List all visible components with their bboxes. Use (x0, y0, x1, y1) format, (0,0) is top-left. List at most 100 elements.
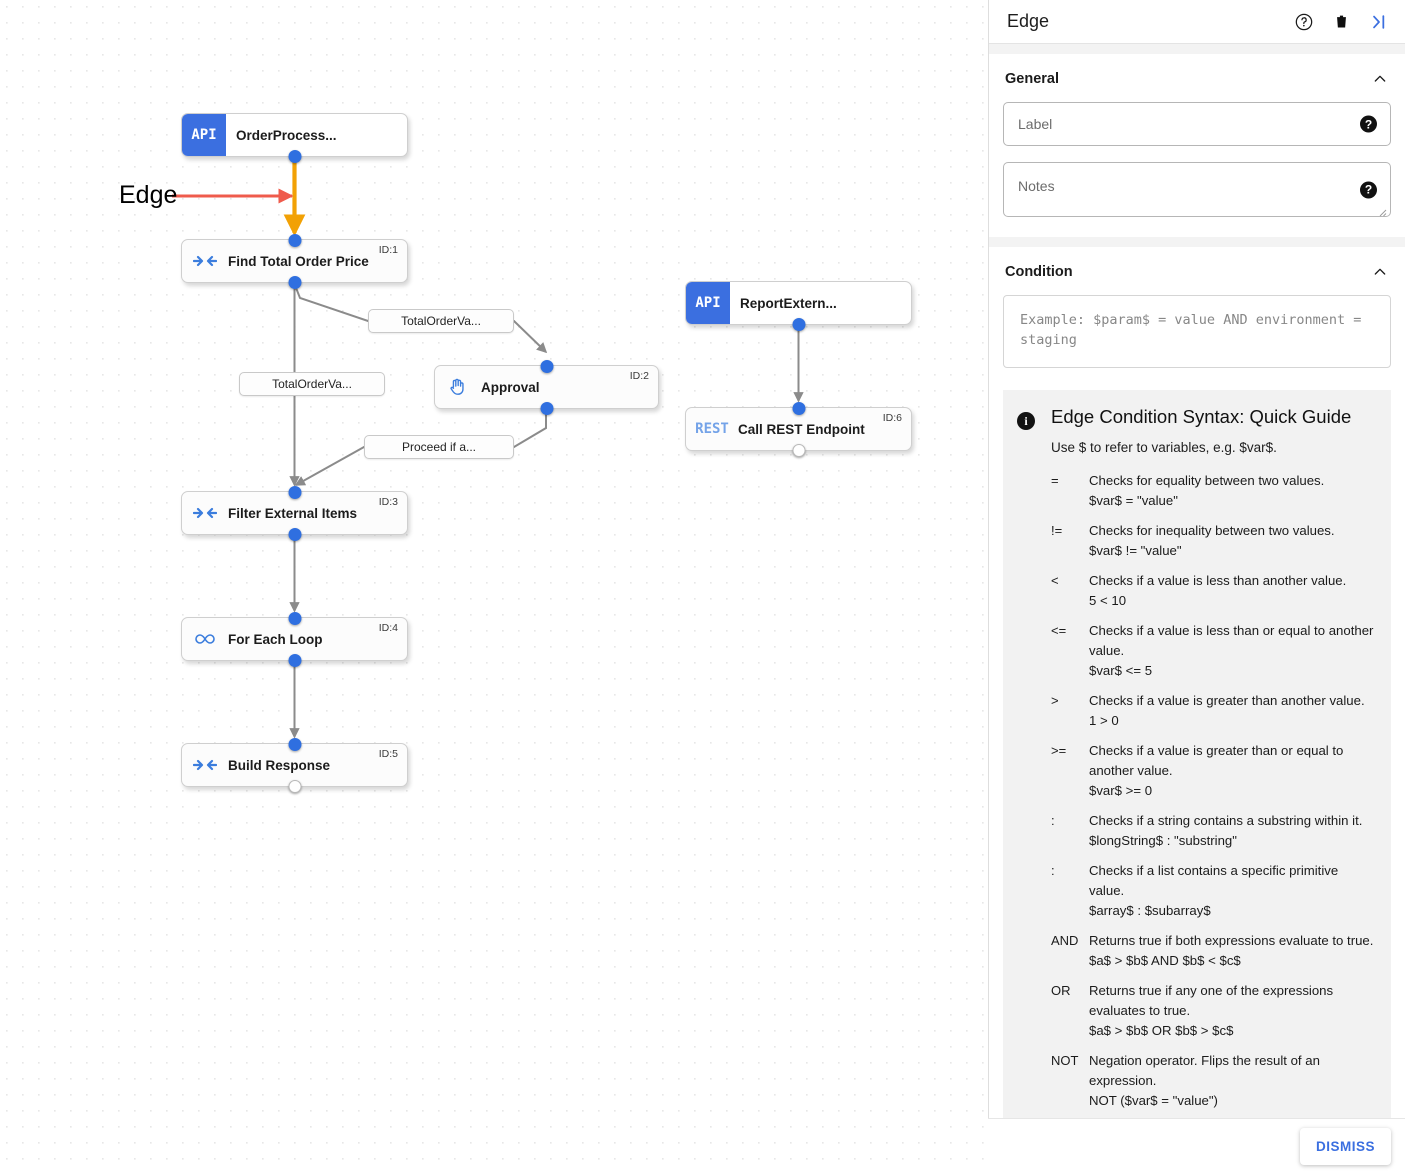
api-badge-icon: API (686, 282, 730, 324)
node-call-rest-endpoint[interactable]: REST Call REST Endpoint ID:6 (685, 401, 912, 457)
node-build-response[interactable]: Build Response ID:5 (181, 737, 408, 793)
chevron-up-icon[interactable] (1371, 263, 1389, 281)
guide-row: <=Checks if a value is less than or equa… (1051, 621, 1377, 681)
api-badge-icon: API (182, 114, 226, 156)
condition-input[interactable] (1018, 308, 1376, 350)
guide-operator: : (1051, 813, 1055, 828)
guide-example: $longString$ : "substring" (1089, 833, 1237, 848)
node-port-out[interactable] (288, 527, 301, 541)
guide-operator: OR (1051, 983, 1071, 998)
node-port-out[interactable] (792, 317, 805, 331)
guide-description: Returns true if both expressions evaluat… (1089, 933, 1374, 948)
guide-row: :Checks if a list contains a specific pr… (1051, 861, 1377, 921)
node-port-in[interactable] (288, 611, 301, 625)
guide-example: 5 < 10 (1089, 593, 1127, 608)
guide-row: = Checks for equality between two values.… (1051, 471, 1377, 511)
node-title: Build Response (228, 757, 331, 773)
guide-row: >= Checks if a value is greater than or e… (1051, 741, 1377, 801)
node-report-external[interactable]: API ReportExtern... (685, 281, 912, 331)
guide-row: > Checks if a value is greater than anoth… (1051, 691, 1377, 731)
guide-operator: > (1051, 693, 1059, 708)
node-title: Filter External Items (228, 505, 358, 521)
chevron-up-icon[interactable] (1371, 70, 1389, 88)
node-port-out[interactable] (540, 401, 554, 415)
node-for-each-loop[interactable]: For Each Loop ID:4 (181, 611, 408, 667)
general-section-title: General (1005, 71, 1059, 87)
guide-example: $var$ = "value" (1089, 493, 1178, 508)
notes-input[interactable] (1004, 163, 1390, 211)
guide-description: Checks if a string contains a substring … (1089, 813, 1363, 828)
guide-operator: >= (1051, 743, 1067, 758)
delete-icon[interactable] (1332, 12, 1351, 31)
help-icon[interactable] (1294, 12, 1314, 32)
guide-example: $a$ > $b$ OR $b$ > $c$ (1089, 1023, 1234, 1038)
node-find-total-order-price[interactable]: Find Total Order Price ID:1 (181, 233, 408, 289)
node-id-label: ID:5 (378, 748, 398, 760)
collapse-panel-icon[interactable] (1369, 12, 1389, 32)
condition-section-header[interactable]: Condition (1003, 263, 1391, 281)
edge-annotation-label: Edge (119, 181, 178, 209)
guide-description: Checks for inequality between two values… (1089, 523, 1335, 538)
guide-operator: = (1051, 473, 1059, 488)
guide-description: Checks if a list contains a specific pri… (1089, 863, 1339, 898)
guide-description: Checks if a value is greater than or equ… (1089, 743, 1344, 778)
node-title: ReportExtern... (740, 295, 837, 311)
node-id-label: ID:4 (378, 622, 398, 634)
node-order-process[interactable]: API OrderProcess... (181, 113, 408, 163)
guide-example: NOT ($var$ = "value") (1089, 1093, 1218, 1108)
merge-arrows-icon (182, 744, 228, 786)
node-port-out[interactable] (288, 275, 301, 289)
guide-subtitle: Use $ to refer to variables, e.g. $var$. (1051, 440, 1277, 455)
label-input[interactable] (1004, 103, 1390, 145)
info-icon: i (1017, 412, 1035, 430)
dismiss-button[interactable]: DISMISS (1299, 1128, 1391, 1165)
guide-row: != Checks for inequality between two valu… (1051, 521, 1377, 561)
edge-label[interactable]: Proceed if a... (364, 435, 514, 459)
node-port-in[interactable] (792, 401, 805, 415)
node-approval[interactable]: Approval ID:2 (434, 359, 659, 415)
node-filter-external-items[interactable]: Filter External Items ID:3 (181, 485, 408, 541)
notes-help-icon[interactable]: ? (1360, 181, 1377, 198)
guide-operator: AND (1051, 933, 1079, 948)
condition-input-wrapper (1003, 295, 1391, 368)
node-port-out[interactable] (288, 653, 301, 667)
node-port-out[interactable] (288, 149, 301, 163)
node-port-out[interactable] (288, 779, 301, 793)
rest-badge-icon: REST (695, 421, 729, 437)
panel-footer: DISMISS (988, 1118, 1405, 1174)
guide-title: Edge Condition Syntax: Quick Guide (1051, 406, 1352, 427)
guide-example: $var$ <= 5 (1089, 663, 1153, 678)
guide-description: Checks if a value is greater than anothe… (1089, 693, 1365, 708)
loop-icon (182, 618, 228, 660)
guide-row: <Checks if a value is less than another … (1051, 571, 1377, 611)
panel-content: General ? ? (989, 44, 1405, 1174)
node-port-in[interactable] (288, 737, 301, 751)
guide-description: Checks if a value is less than another v… (1089, 573, 1347, 588)
edge-approval-n3[interactable] (294, 414, 547, 486)
node-title: For Each Loop (228, 631, 323, 647)
panel-title: Edge (1007, 11, 1050, 31)
guide-description: Checks for equality between two values. (1089, 473, 1325, 488)
general-section: General ? ? (989, 54, 1405, 237)
node-id-label: ID:2 (629, 370, 649, 382)
guide-example: $var$ != "value" (1089, 543, 1182, 558)
node-title: OrderProcess... (236, 127, 337, 143)
node-port-out[interactable] (792, 443, 805, 457)
general-section-header[interactable]: General (1003, 70, 1391, 88)
label-field-wrapper: ? (1003, 102, 1391, 146)
hand-icon (435, 366, 481, 408)
node-port-in[interactable] (288, 485, 301, 499)
node-id-label: ID:3 (378, 496, 398, 508)
edge-label[interactable]: TotalOrderVa... (368, 309, 514, 333)
edge-label[interactable]: TotalOrderVa... (239, 372, 385, 396)
panel-header: Edge (989, 0, 1405, 44)
flow-canvas[interactable]: Edge API OrderProcess... Find Total Orde… (0, 0, 988, 1174)
node-port-in[interactable] (540, 359, 554, 373)
merge-arrows-icon (182, 240, 228, 282)
condition-section-title: Condition (1005, 264, 1073, 280)
node-port-in[interactable] (288, 233, 301, 247)
label-help-icon[interactable]: ? (1360, 115, 1377, 133)
guide-operator: != (1051, 523, 1063, 538)
